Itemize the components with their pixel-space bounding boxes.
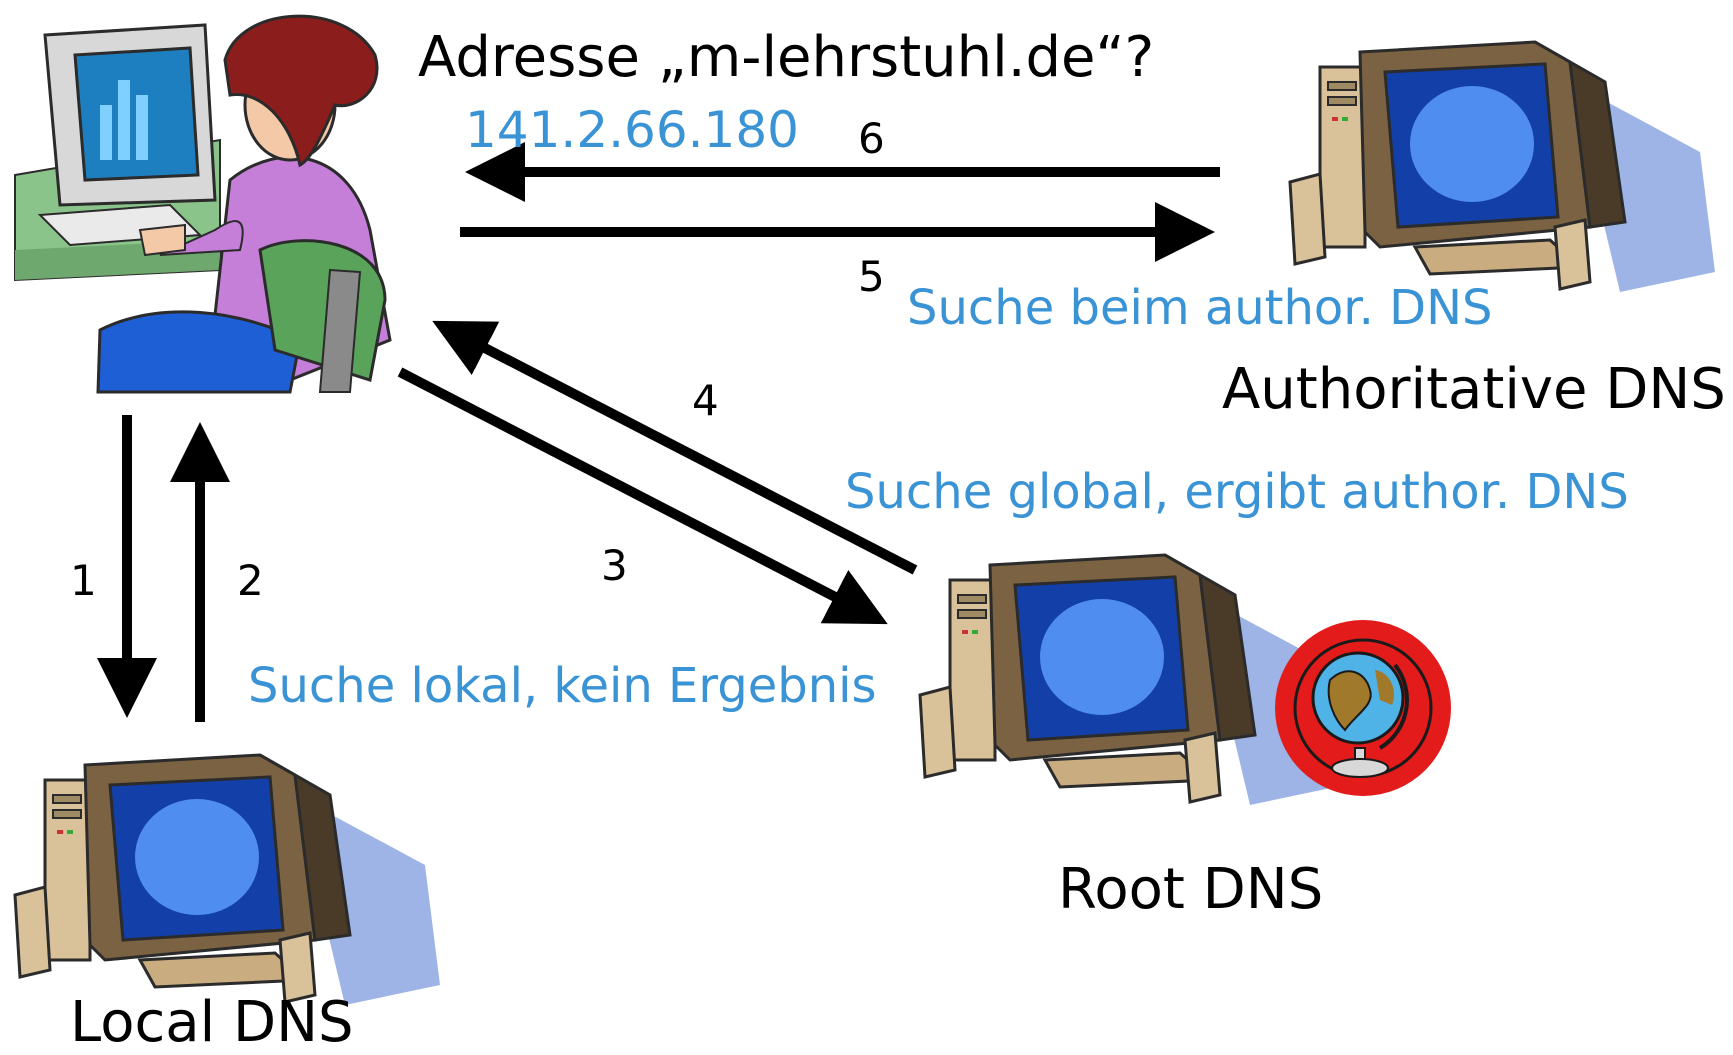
resolved-ip-address: 141.2.66.180 [465,101,799,159]
authoritative-dns-server-icon [1288,40,1717,294]
step-6-label: 6 [858,114,885,163]
step-2-label: 2 [237,556,264,605]
arrow-4-root-response [432,320,918,575]
note-global-search: Suche global, ergibt author. DNS [845,464,1629,520]
step-4-label: 4 [692,376,719,425]
globe-icon [1275,620,1451,796]
query-question: Adresse „m-lehrstuhl.de“? [418,25,1155,90]
note-local-search: Suche lokal, kein Ergebnis [248,658,877,714]
note-authoritative-search: Suche beim author. DNS [907,280,1493,336]
root-dns-label: Root DNS [1058,857,1324,922]
step-3-label: 3 [601,541,628,590]
step-5-label: 5 [858,252,885,301]
local-dns-label: Local DNS [70,990,354,1055]
local-dns-server-icon [13,753,442,1007]
arrow-3-query-root [397,367,888,625]
user-workstation-icon [14,14,392,394]
step-1-label: 1 [70,556,97,605]
authoritative-dns-label: Authoritative DNS [1222,357,1726,422]
